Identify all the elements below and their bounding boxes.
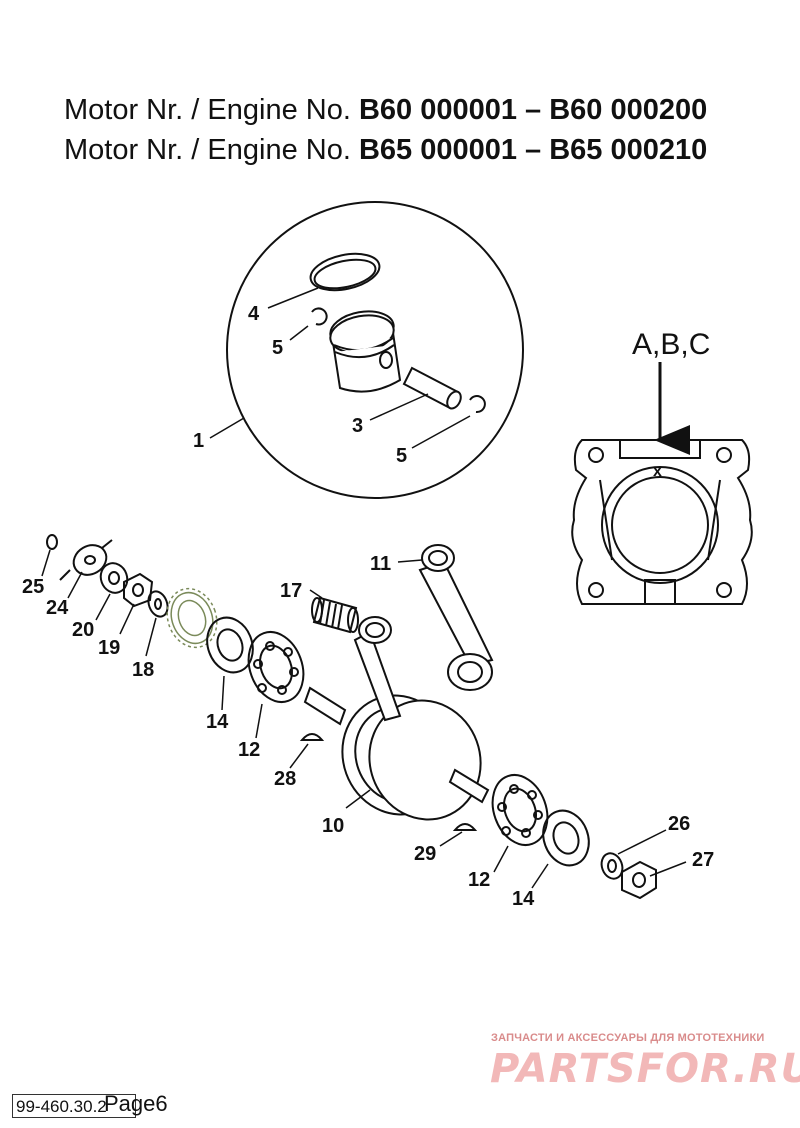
cylinder-base xyxy=(571,439,753,605)
callout-5-upper: 5 xyxy=(272,337,283,359)
piston-ring xyxy=(309,252,381,292)
callout-28: 28 xyxy=(274,768,296,790)
callout-12-right: 12 xyxy=(468,869,490,891)
cylinder-mark-x: x xyxy=(653,463,662,480)
callout-20: 20 xyxy=(72,619,94,641)
callout-14-left: 14 xyxy=(206,711,229,733)
callout-17: 17 xyxy=(280,580,302,602)
watermark-tagline: ЗАПЧАСТИ И АКСЕССУАРЫ ДЛЯ МОТОТЕХНИКИ xyxy=(491,1032,765,1044)
callout-24: 24 xyxy=(46,597,69,619)
part-10-crankshaft xyxy=(303,616,490,821)
part-18-lock-washer xyxy=(147,590,169,618)
part-11-connecting-rod xyxy=(418,544,494,691)
part-14-shaft-seal-left xyxy=(206,616,254,674)
callout-10: 10 xyxy=(322,815,344,837)
circlip-upper xyxy=(311,307,328,326)
engine-number-line-2: Motor Nr. / Engine No. B65 000001 – B65 … xyxy=(64,134,708,166)
part-19-nut xyxy=(123,572,154,608)
callout-27: 27 xyxy=(692,849,714,871)
engine-number-header: Motor Nr. / Engine No. B60 000001 – B60 … xyxy=(64,90,784,170)
engine-number-line-1: Motor Nr. / Engine No. B60 000001 – B60 … xyxy=(64,94,708,126)
callout-18: 18 xyxy=(132,659,154,681)
callout-5-lower: 5 xyxy=(396,445,407,467)
engine-range-1: B60 000001 – B60 000200 xyxy=(358,94,708,126)
engine-range-2: B65 000001 – B65 000210 xyxy=(358,134,708,166)
callout-3: 3 xyxy=(352,415,363,437)
part-14-shaft-seal-right xyxy=(542,809,590,867)
primary-gear xyxy=(166,587,218,649)
part-26-washer xyxy=(600,852,624,880)
cylinder-marking-label: A,B,C xyxy=(632,328,710,361)
part-28-woodruff-key xyxy=(299,733,325,741)
part-12-bearing-left xyxy=(247,631,305,703)
part-24-impeller-drive xyxy=(59,539,113,581)
callout-1: 1 xyxy=(193,430,204,452)
callout-19: 19 xyxy=(98,637,120,659)
piston-pin xyxy=(402,366,462,410)
watermark-logo: PARTSFOR.RU xyxy=(490,1046,800,1092)
part-12-bearing-right xyxy=(491,774,549,846)
leader-lines xyxy=(41,287,687,889)
piston xyxy=(329,310,402,393)
part-25-clip xyxy=(46,534,58,550)
callout-29: 29 xyxy=(414,843,436,865)
callout-12-left: 12 xyxy=(238,739,260,761)
page-number: Page6 xyxy=(104,1091,168,1116)
document-code: 99-460.30.2 xyxy=(12,1094,136,1118)
part-17-needle-bearing xyxy=(311,596,359,634)
callout-14-right: 14 xyxy=(512,888,535,910)
callout-25: 25 xyxy=(22,576,44,598)
part-29-woodruff-key xyxy=(452,823,478,831)
callout-26: 26 xyxy=(668,813,690,835)
circlip-lower xyxy=(469,395,486,414)
callout-4: 4 xyxy=(248,303,260,325)
part-27-nut xyxy=(621,860,657,900)
part-20-washer xyxy=(99,562,129,594)
callout-11: 11 xyxy=(370,553,391,575)
